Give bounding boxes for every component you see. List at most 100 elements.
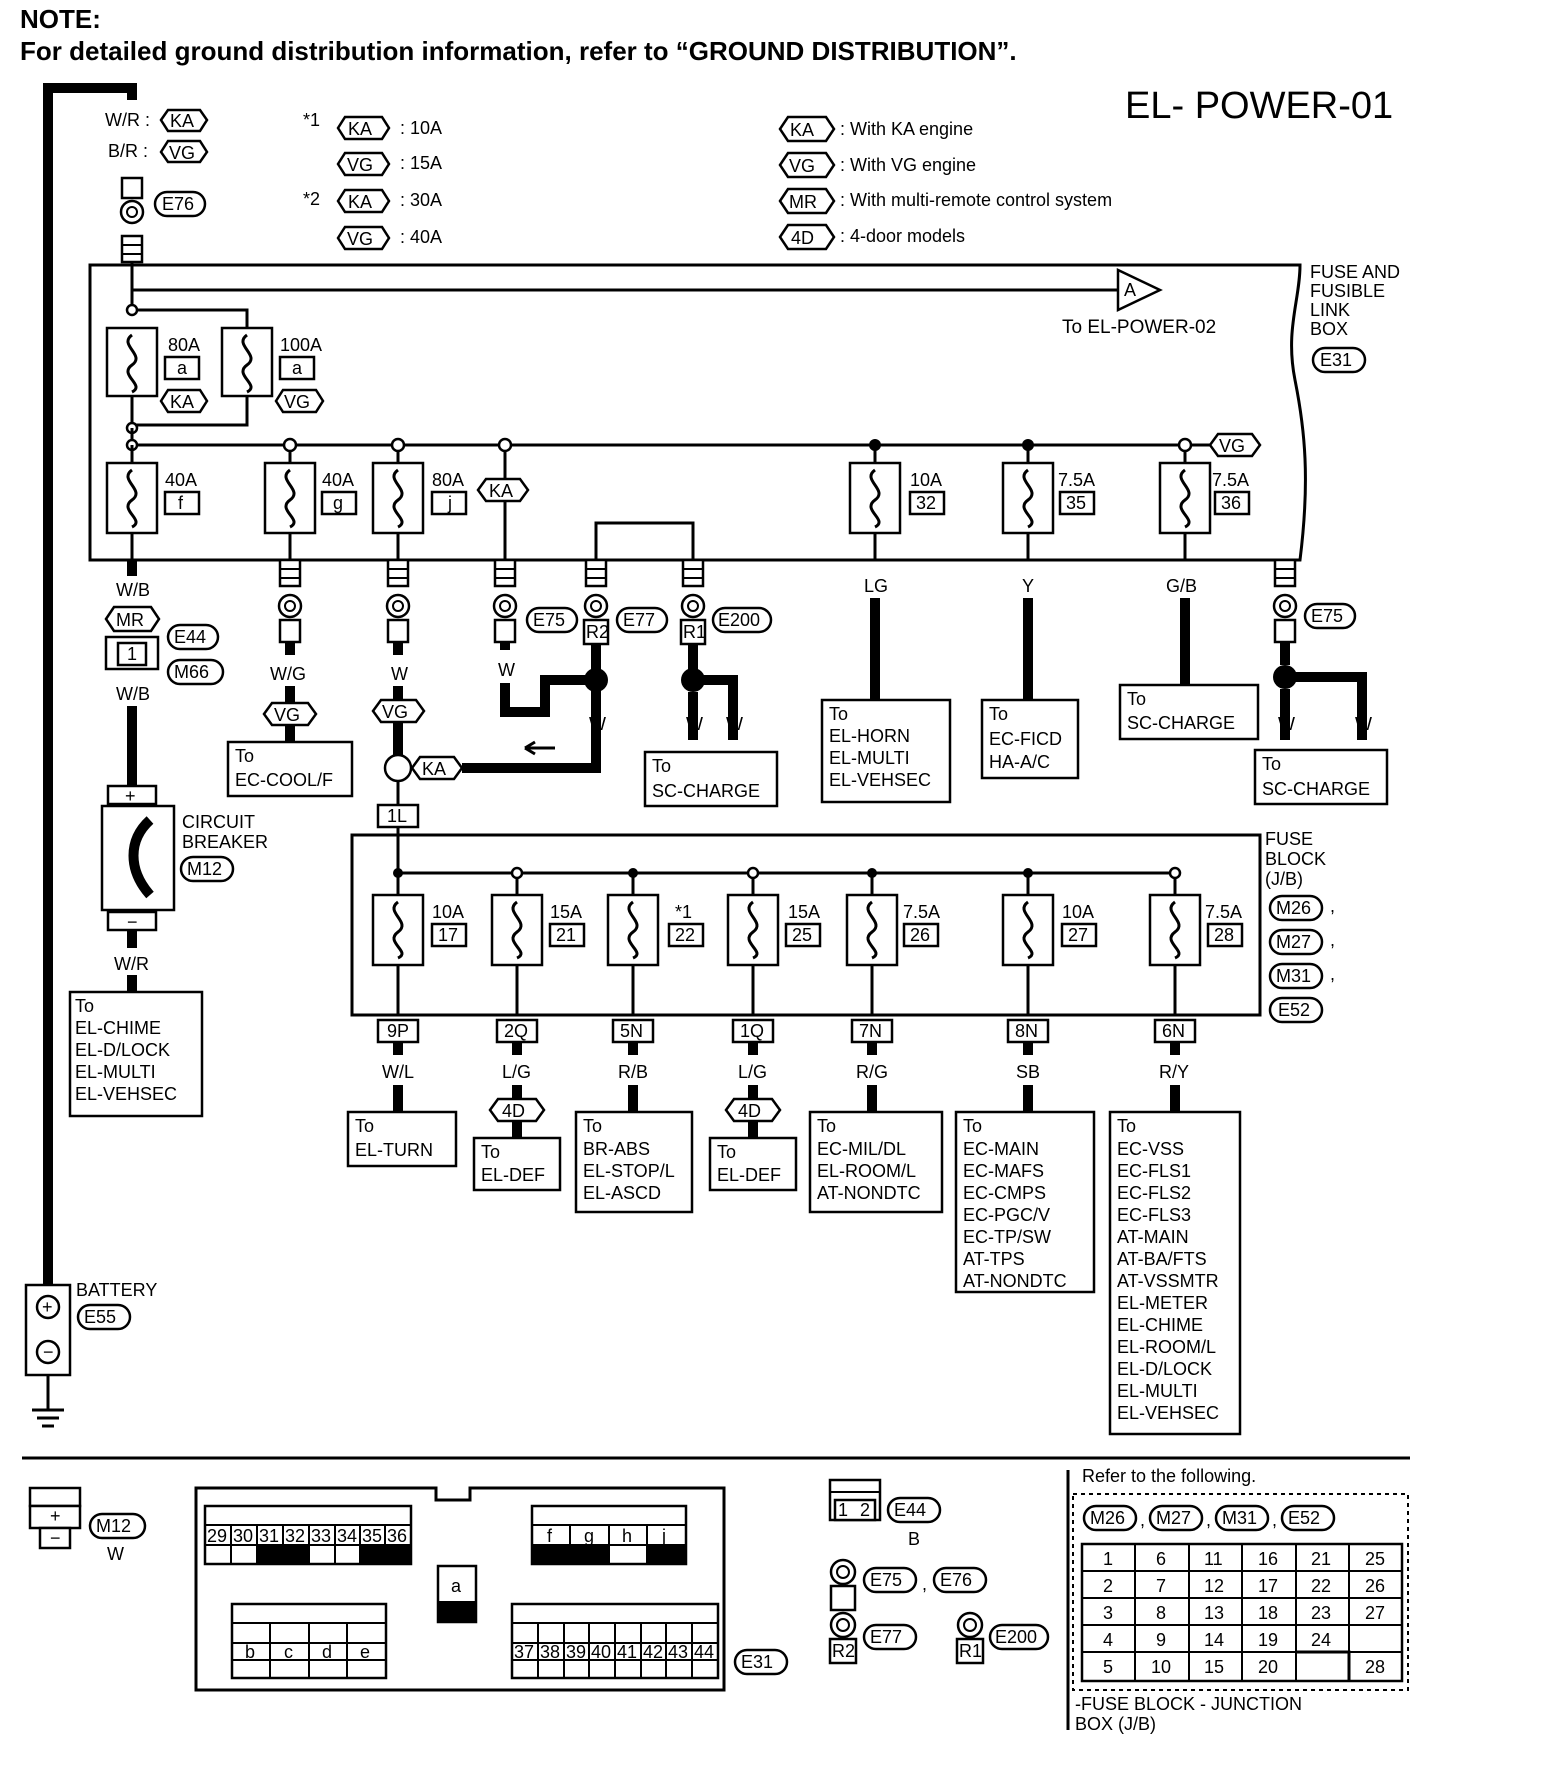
note-text: For detailed ground distribution informa… xyxy=(20,36,1017,66)
dest-ec-cool-box: To EC-COOL/F xyxy=(226,740,354,798)
svg-text:BATTERY: BATTERY xyxy=(76,1280,157,1300)
svg-text:EL-ROOM/L: EL-ROOM/L xyxy=(1117,1337,1216,1357)
svg-text:To: To xyxy=(481,1142,500,1162)
svg-text:R2: R2 xyxy=(832,1641,855,1661)
svg-text:KA: KA xyxy=(170,111,194,131)
svg-text:EL-MULTI: EL-MULTI xyxy=(1117,1381,1198,1401)
fusible-link-40a-f: 40A f xyxy=(105,445,201,535)
svg-text:*1: *1 xyxy=(675,902,692,922)
svg-text:: 40A: : 40A xyxy=(400,227,442,247)
svg-text:-FUSE BLOCK - JUNCTION: -FUSE BLOCK - JUNCTION xyxy=(1075,1694,1302,1714)
svg-text:B: B xyxy=(908,1529,920,1549)
svg-text:6: 6 xyxy=(1156,1549,1166,1569)
wire-y: Y xyxy=(1022,576,1034,596)
fuse-27: 10A 27 xyxy=(1001,868,1098,1015)
junction-1l-node xyxy=(383,753,413,783)
fuse-32: 10A 32 xyxy=(848,445,946,535)
svg-text:11: 11 xyxy=(1204,1549,1223,1569)
svg-text:34: 34 xyxy=(337,1526,357,1546)
svg-text:VG: VG xyxy=(789,156,815,176)
svg-text:15A: 15A xyxy=(550,902,582,922)
svg-text:40A: 40A xyxy=(322,470,354,490)
ka-tag-branch: KA xyxy=(476,451,530,560)
svg-text:M12: M12 xyxy=(187,859,222,879)
svg-text:To: To xyxy=(829,704,848,724)
svg-text:15: 15 xyxy=(1204,1657,1224,1677)
svg-text:9: 9 xyxy=(1156,1630,1166,1650)
svg-text:EL-DEF: EL-DEF xyxy=(717,1165,781,1185)
fuse-block-label: FUSE BLOCK (J/B) M26 M27 M31 E52 , , , xyxy=(1265,829,1335,1024)
svg-text:36: 36 xyxy=(1221,493,1241,513)
svg-text:EL-MULTI: EL-MULTI xyxy=(829,748,910,768)
svg-text:E44: E44 xyxy=(894,1500,926,1520)
svg-text:EC-VSS: EC-VSS xyxy=(1117,1139,1184,1159)
svg-text:−: − xyxy=(50,1528,61,1548)
svg-text:1: 1 xyxy=(838,1500,848,1520)
svg-text:+: + xyxy=(42,1297,53,1317)
svg-text:5: 5 xyxy=(1103,1657,1113,1677)
svg-text:−: − xyxy=(43,1342,54,1362)
svg-text:AT-BA/FTS: AT-BA/FTS xyxy=(1117,1249,1207,1269)
svg-text:FUSIBLE: FUSIBLE xyxy=(1310,281,1385,301)
svg-text:39: 39 xyxy=(566,1642,586,1662)
svg-text:7.5A: 7.5A xyxy=(903,902,940,922)
legend: KA : With KA engine VG : With VG engine … xyxy=(778,115,1112,251)
svg-text:−: − xyxy=(127,912,138,932)
svg-text:HA-A/C: HA-A/C xyxy=(989,752,1050,772)
svg-text:,: , xyxy=(1272,1510,1277,1530)
svg-text:EC-FLS1: EC-FLS1 xyxy=(1117,1161,1191,1181)
svg-text:W: W xyxy=(107,1544,124,1564)
svg-text:EL-DEF: EL-DEF xyxy=(481,1165,545,1185)
svg-text:7.5A: 7.5A xyxy=(1212,470,1249,490)
svg-text:BOX (J/B): BOX (J/B) xyxy=(1075,1714,1156,1734)
svg-text:a: a xyxy=(177,358,188,378)
svg-text:R1: R1 xyxy=(683,622,706,642)
dest-sc-charge-box-3: To SC-CHARGE xyxy=(1253,748,1389,806)
svg-text:20: 20 xyxy=(1258,1657,1278,1677)
svg-text:j: j xyxy=(661,1526,666,1546)
svg-text:R/G: R/G xyxy=(856,1062,888,1082)
svg-text:EL-VEHSEC: EL-VEHSEC xyxy=(75,1084,177,1104)
svg-text:5N: 5N xyxy=(620,1021,643,1041)
svg-text:23: 23 xyxy=(1311,1603,1331,1623)
fuse-36: 7.5A 36 xyxy=(1158,451,1251,535)
svg-text:R2: R2 xyxy=(586,622,609,642)
svg-text:80A: 80A xyxy=(168,335,200,355)
fuse-block-wire-colors: W/L L/G R/B L/G R/G SB R/Y 4D 4D xyxy=(382,1062,1189,1138)
svg-text:KA: KA xyxy=(489,481,513,501)
dest-br-abs-box: To BR-ABS EL-STOP/L EL-ASCD xyxy=(574,1110,694,1214)
svg-text:35: 35 xyxy=(362,1526,382,1546)
svg-text:18: 18 xyxy=(1258,1603,1278,1623)
svg-text:7N: 7N xyxy=(859,1021,882,1041)
svg-text:KA: KA xyxy=(422,759,446,779)
svg-text:VG: VG xyxy=(347,155,373,175)
vg-tag-j: VG xyxy=(371,698,426,724)
svg-text:21: 21 xyxy=(1311,1549,1331,1569)
svg-text:EL-VEHSEC: EL-VEHSEC xyxy=(829,770,931,790)
svg-text:EL-D/LOCK: EL-D/LOCK xyxy=(1117,1359,1212,1379)
svg-text:To: To xyxy=(717,1142,736,1162)
svg-text:4: 4 xyxy=(1103,1630,1113,1650)
svg-text:VG: VG xyxy=(274,705,300,725)
e200-badge: E200 xyxy=(711,606,773,634)
svg-text:14: 14 xyxy=(1204,1630,1224,1650)
svg-text:Refer to the following.: Refer to the following. xyxy=(1082,1466,1256,1486)
wire-br-label: B/R : xyxy=(108,141,148,161)
svg-text:13: 13 xyxy=(1204,1603,1224,1623)
svg-text:41: 41 xyxy=(617,1642,637,1662)
wire-wg: W/G xyxy=(270,664,306,684)
svg-text:32: 32 xyxy=(285,1526,305,1546)
svg-text:E75: E75 xyxy=(533,610,565,630)
svg-text:1: 1 xyxy=(127,644,137,664)
to-power02-label: To EL-POWER-02 xyxy=(1062,317,1216,338)
svg-text:35: 35 xyxy=(1066,493,1086,513)
dest-sc-charge-box-2: To SC-CHARGE xyxy=(1118,683,1260,741)
svg-text:31: 31 xyxy=(259,1526,279,1546)
note-heading: NOTE: xyxy=(20,4,101,34)
wire-w-4: W xyxy=(686,714,703,734)
svg-text:,: , xyxy=(1140,1510,1145,1530)
fusible-link-box-outline xyxy=(88,263,1307,562)
svg-text:To: To xyxy=(75,996,94,1016)
svg-text:1: 1 xyxy=(1103,1549,1113,1569)
svg-text:A: A xyxy=(1124,280,1136,300)
